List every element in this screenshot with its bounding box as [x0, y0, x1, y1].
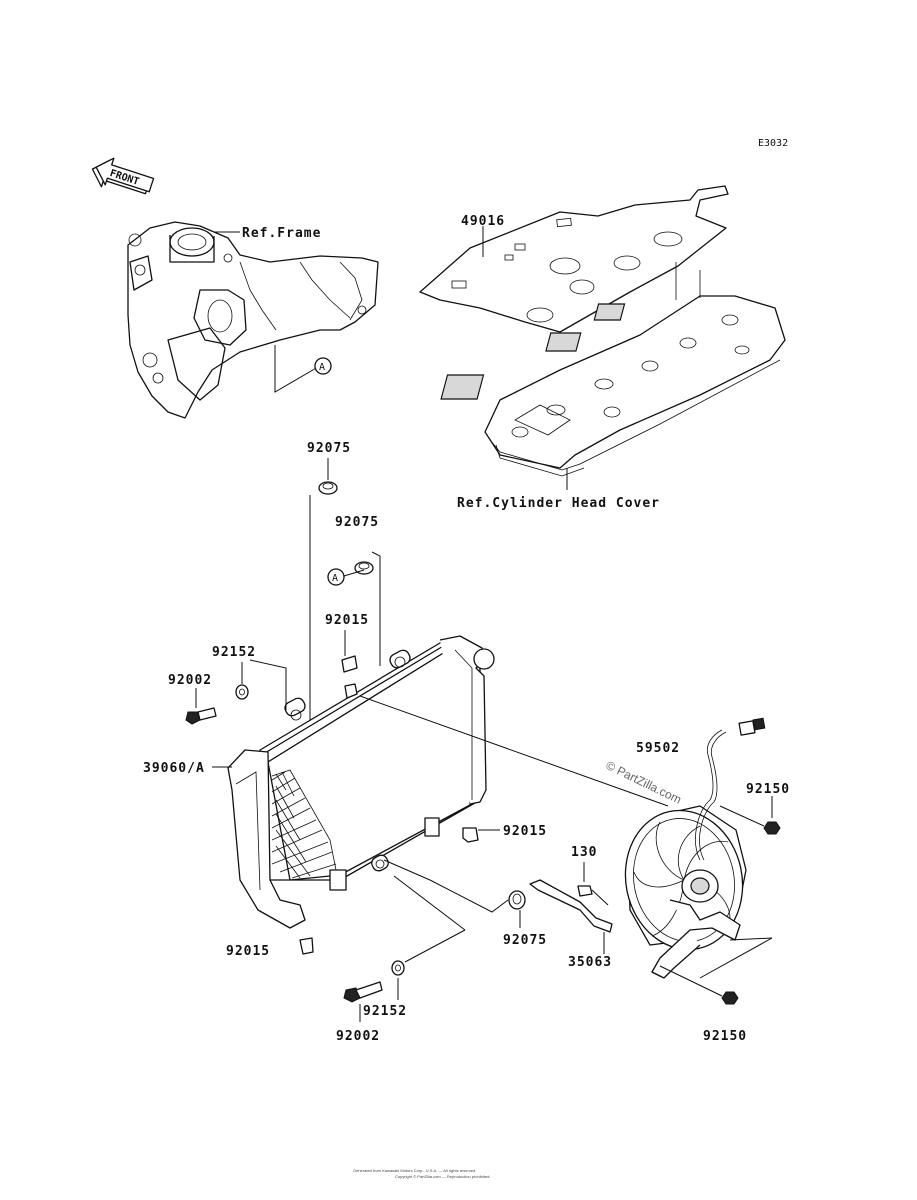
heat-shield-plate-49016: 49016 — [419, 185, 729, 333]
clip-92015-right: 92015 — [462, 824, 547, 843]
svg-text:49016: 49016 — [461, 214, 505, 229]
diagram-code: E3032 — [758, 138, 788, 149]
bolt-92002-top: 92002 92152 — [168, 645, 287, 725]
clip-92015-bottom: 92015 — [226, 937, 314, 959]
svg-text:92075: 92075 — [335, 515, 379, 530]
svg-text:35063: 35063 — [568, 955, 612, 970]
grommet-92075-mid: 92075 A 92015 — [325, 515, 381, 666]
svg-text:A: A — [332, 573, 338, 584]
ref-cylinder-head-cover-label: Ref.Cylinder Head Cover — [457, 496, 660, 511]
svg-text:130: 130 — [571, 845, 597, 860]
svg-text:92015: 92015 — [503, 824, 547, 839]
svg-text:A: A — [319, 362, 325, 373]
svg-text:39060/A: 39060/A — [143, 761, 205, 776]
grommet-92075-bottom: 92075 — [383, 859, 547, 948]
svg-text:92015: 92015 — [325, 613, 369, 628]
svg-text:92075: 92075 — [503, 933, 547, 948]
cylinder-head-cover: Ref.Cylinder Head Cover — [440, 262, 786, 511]
front-arrow-icon: FRONT — [91, 157, 155, 195]
grommet-92075-top: 92075 — [307, 441, 351, 735]
svg-text:59502: 59502 — [636, 741, 680, 756]
footer-line-2: Copyright © PartZilla.com — Reproduction… — [395, 1174, 490, 1179]
fan-motor-59502: 59502 — [624, 717, 766, 979]
bracket-35063: 35063 — [529, 879, 613, 970]
svg-text:92015: 92015 — [226, 944, 270, 959]
radiator-39060: 39060/A — [143, 635, 495, 929]
radiator-fins — [271, 771, 337, 879]
svg-text:92150: 92150 — [703, 1029, 747, 1044]
footer-line-1: Generated from Kawasaki Motors Corp., U.… — [353, 1168, 476, 1173]
svg-text:92152: 92152 — [212, 645, 256, 660]
nut-92150-top: 92150 — [719, 782, 790, 835]
watermark: © PartZilla.com — [604, 758, 684, 807]
svg-text:92075: 92075 — [307, 441, 351, 456]
ref-frame-label: Ref.Frame — [242, 226, 321, 241]
svg-text:92152: 92152 — [363, 1004, 407, 1019]
nut-92150-bottom: 92150 — [659, 937, 773, 1044]
bolt-92002-bottom: 92002 92152 — [336, 875, 466, 1044]
frame-drawing: Ref.Frame A — [127, 221, 379, 419]
callout-a-frame — [314, 357, 332, 375]
callout-a-radiator — [327, 568, 345, 586]
svg-text:92002: 92002 — [336, 1029, 380, 1044]
svg-text:92002: 92002 — [168, 673, 212, 688]
svg-text:92150: 92150 — [746, 782, 790, 797]
bolt-130: 130 — [571, 845, 609, 906]
